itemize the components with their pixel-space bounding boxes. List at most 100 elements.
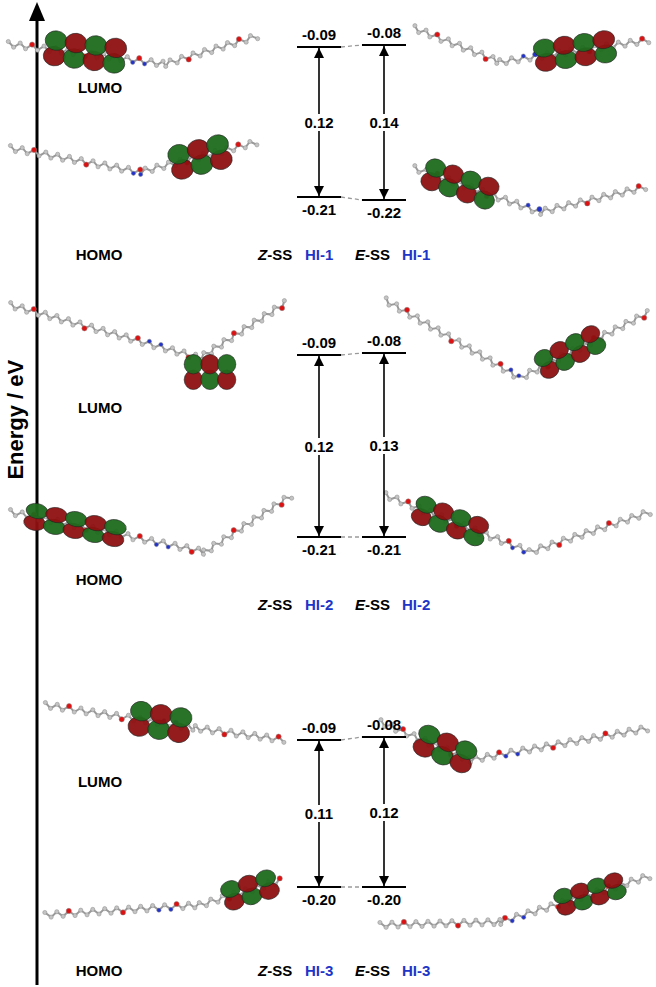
atom bbox=[43, 910, 47, 914]
atom bbox=[79, 157, 83, 161]
atom bbox=[145, 909, 149, 913]
atom bbox=[400, 726, 405, 731]
compound-name: HI-1 bbox=[305, 246, 333, 263]
atom bbox=[217, 727, 221, 731]
atom bbox=[25, 152, 29, 156]
orbital-lobe bbox=[149, 703, 174, 726]
orbital-name: LUMO bbox=[78, 773, 122, 790]
atom bbox=[499, 541, 503, 545]
atom bbox=[94, 329, 98, 333]
energy-level: -0.21 bbox=[362, 536, 406, 558]
atom bbox=[96, 714, 100, 718]
atom bbox=[43, 310, 47, 314]
atom bbox=[503, 195, 507, 199]
atom bbox=[290, 496, 294, 500]
atom bbox=[277, 876, 282, 881]
molecule-bonds bbox=[45, 703, 284, 743]
molecule-bonds bbox=[381, 720, 648, 763]
atom bbox=[178, 547, 182, 551]
atom bbox=[67, 154, 71, 158]
gap-value: 0.13 bbox=[367, 437, 400, 454]
atom bbox=[634, 731, 638, 735]
atom bbox=[101, 326, 105, 330]
atom bbox=[444, 924, 448, 928]
molecule bbox=[9, 299, 287, 390]
atom bbox=[557, 542, 562, 547]
atom bbox=[629, 877, 633, 881]
orbital-lobe bbox=[572, 32, 596, 53]
orbital-lobe bbox=[476, 174, 501, 198]
atom bbox=[538, 212, 542, 216]
atom bbox=[222, 535, 226, 539]
atom bbox=[105, 333, 109, 337]
atom bbox=[248, 34, 252, 38]
isomer-name: Z-SS bbox=[258, 962, 292, 979]
atom bbox=[378, 920, 382, 924]
molecule bbox=[378, 871, 652, 930]
atom bbox=[67, 704, 72, 709]
atom bbox=[396, 925, 400, 929]
atom bbox=[182, 349, 186, 353]
atom bbox=[468, 923, 472, 927]
atom bbox=[550, 540, 554, 544]
atom bbox=[246, 736, 250, 740]
atom bbox=[135, 335, 140, 340]
orbital-lobe bbox=[44, 30, 68, 52]
atom bbox=[635, 42, 639, 46]
atom bbox=[504, 62, 508, 66]
energy-level: -0.20 bbox=[362, 886, 406, 908]
atom bbox=[60, 708, 64, 712]
atom bbox=[221, 47, 225, 51]
atom bbox=[491, 54, 495, 58]
atom bbox=[625, 520, 629, 524]
energy-value: -0.20 bbox=[362, 891, 406, 908]
atom bbox=[18, 41, 22, 45]
atom bbox=[66, 908, 71, 913]
atom bbox=[534, 550, 538, 554]
atom bbox=[509, 56, 513, 60]
atom bbox=[616, 40, 620, 44]
atom bbox=[103, 161, 107, 165]
atom bbox=[625, 884, 629, 888]
atom bbox=[262, 508, 266, 512]
atom bbox=[272, 305, 276, 309]
atom bbox=[23, 47, 27, 51]
atom bbox=[550, 210, 554, 214]
atom bbox=[428, 327, 432, 331]
atom bbox=[96, 165, 100, 169]
atom bbox=[78, 320, 82, 324]
atom bbox=[209, 897, 213, 901]
atom bbox=[149, 536, 153, 540]
atom bbox=[279, 502, 284, 507]
orbital-lobe bbox=[204, 132, 230, 156]
atom bbox=[526, 203, 530, 207]
atom bbox=[623, 44, 627, 48]
atom bbox=[186, 901, 190, 905]
atom bbox=[55, 313, 59, 317]
orbital-lobe bbox=[84, 514, 109, 533]
atom bbox=[8, 507, 12, 511]
atom bbox=[117, 336, 121, 340]
atom bbox=[189, 549, 194, 554]
atom bbox=[428, 35, 432, 39]
energy-value: -0.22 bbox=[362, 204, 406, 221]
atom bbox=[159, 342, 163, 346]
orbital-lobe bbox=[453, 738, 480, 763]
atom bbox=[467, 344, 471, 348]
atom bbox=[252, 318, 256, 322]
atom bbox=[13, 149, 17, 153]
atom bbox=[395, 495, 399, 499]
atom bbox=[527, 368, 531, 372]
atom bbox=[154, 542, 158, 546]
atom bbox=[574, 204, 578, 208]
atom bbox=[276, 734, 281, 739]
atom bbox=[126, 532, 130, 536]
atom bbox=[168, 58, 172, 62]
energy-level: -0.09 bbox=[297, 334, 341, 356]
axis-arrowhead bbox=[29, 2, 45, 21]
atom bbox=[592, 733, 596, 737]
atom bbox=[502, 915, 507, 920]
atom bbox=[480, 357, 484, 361]
atom bbox=[544, 742, 548, 746]
atom bbox=[175, 352, 179, 356]
